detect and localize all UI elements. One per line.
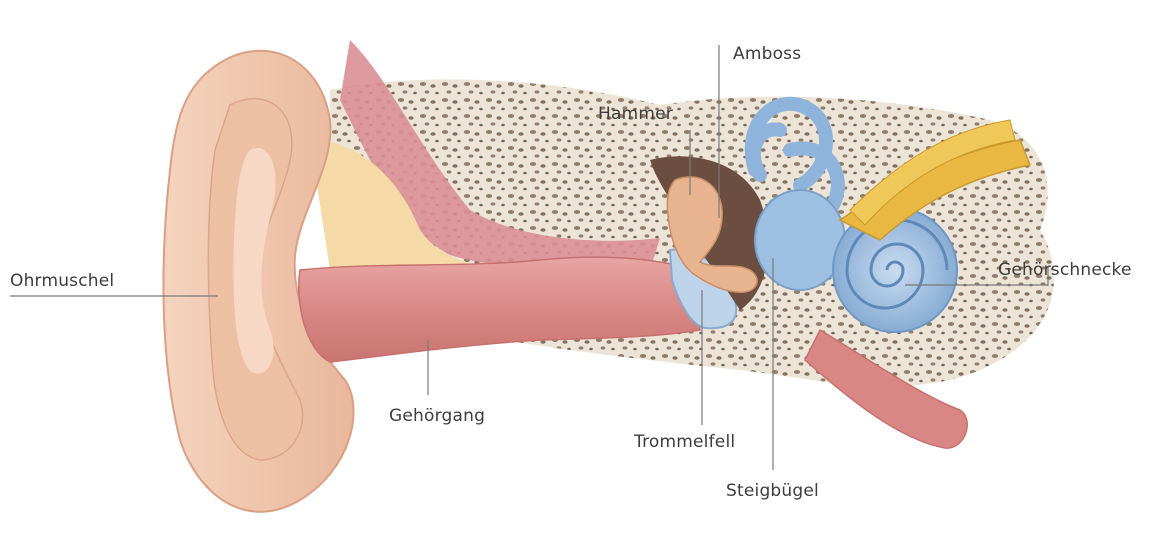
label-hammer: Hammer (598, 104, 673, 124)
label-gehoergang: Gehörgang (389, 406, 485, 426)
label-trommelfell: Trommelfell (634, 432, 735, 452)
label-ohrmuschel: Ohrmuschel (10, 271, 114, 291)
vestibule (755, 190, 845, 290)
label-steigbuegel: Steigbügel (726, 481, 819, 501)
label-amboss: Amboss (733, 44, 801, 64)
label-gehoerschnecke: Gehörschnecke (998, 260, 1132, 280)
